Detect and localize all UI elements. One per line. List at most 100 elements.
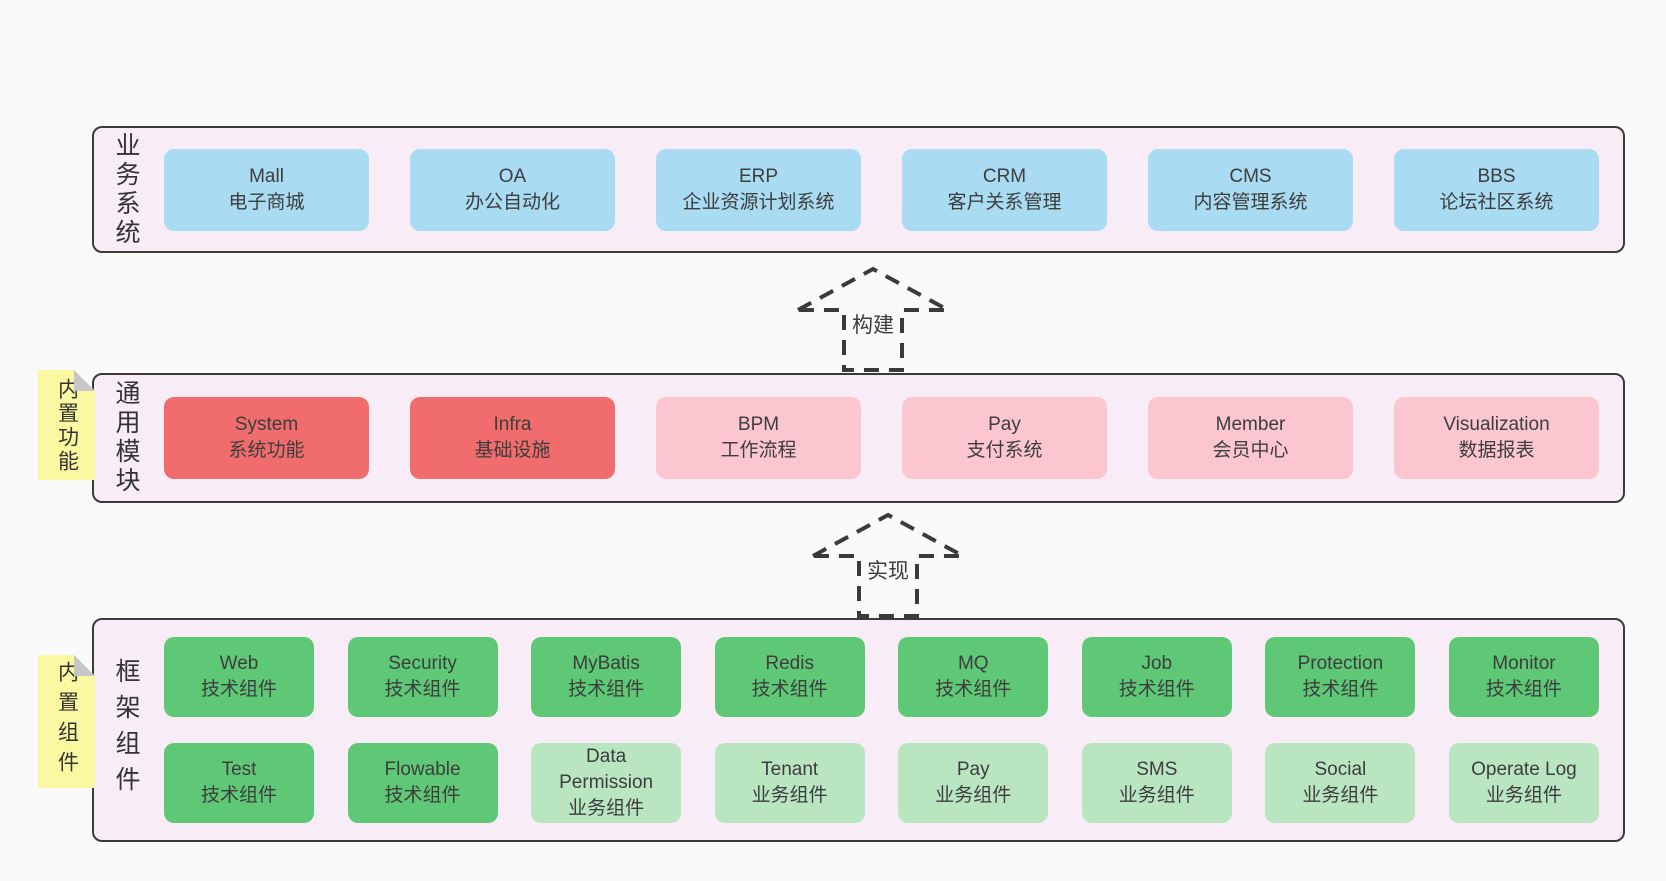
builtin-features-note-text: 内置功能 (55, 378, 79, 474)
box-title: CMS (1229, 165, 1272, 187)
box-mybatis: MyBatis 技术组件 (531, 637, 682, 717)
box-bpm: BPM 工作流程 (656, 397, 861, 479)
box-subtitle: 业务组件 (751, 785, 828, 806)
box-title: Monitor (1492, 653, 1556, 674)
common-modules-row: System 系统功能 Infra 基础设施 BPM 工作流程 Pay 支付系统… (164, 397, 1599, 479)
box-job: Job 技术组件 (1081, 637, 1232, 717)
box-member: Member 会员中心 (1148, 397, 1353, 479)
box-infra: Infra 基础设施 (410, 397, 615, 479)
business-systems-row: Mall 电子商城 OA 办公自动化 ERP 企业资源计划系统 CRM 客户关系… (164, 148, 1599, 231)
builtin-components-note-text: 内置组件 (55, 661, 79, 781)
section-label-business-systems: 业务系统 (112, 131, 140, 248)
box-subtitle: 客户关系管理 (947, 191, 1062, 213)
box-subtitle: 论坛社区系统 (1439, 191, 1554, 213)
box-flowable: Flowable 技术组件 (347, 743, 498, 823)
box-tenant: Tenant 业务组件 (714, 743, 865, 823)
box-title: Web (219, 653, 259, 674)
box-subtitle: 业务组件 (568, 798, 645, 819)
box-bbs: BBS 论坛社区系统 (1394, 148, 1599, 231)
box-subtitle: 业务组件 (1302, 785, 1379, 806)
implement-arrow-label: 实现 (862, 554, 914, 586)
box-crm: CRM 客户关系管理 (902, 148, 1107, 231)
box-subtitle: 业务组件 (1118, 785, 1195, 806)
box-subtitle: 业务组件 (1485, 785, 1562, 806)
box-title: Pay (956, 759, 990, 780)
box-subtitle: 技术组件 (1118, 679, 1195, 700)
box-title: Flowable (384, 759, 461, 780)
box-protection: Protection 技术组件 (1265, 637, 1416, 717)
box-cms: CMS 内容管理系统 (1148, 148, 1353, 231)
common-modules-section: 通用模块 System 系统功能 Infra 基础设施 BPM 工作流程 Pay… (92, 373, 1625, 503)
box-title: Protection (1297, 653, 1384, 674)
box-title: MQ (957, 653, 989, 674)
box-mall: Mall 电子商城 (164, 148, 369, 231)
box-title: Pay (988, 414, 1021, 435)
box-title: Data Permission (559, 746, 654, 793)
box-operate-log: Operate Log 业务组件 (1448, 743, 1599, 823)
box-title: Mall (249, 165, 284, 187)
box-title: Redis (765, 653, 814, 674)
box-title: SMS (1136, 759, 1178, 780)
implement-arrow: 实现 (803, 510, 973, 622)
box-title: Member (1215, 414, 1286, 435)
box-security: Security 技术组件 (347, 637, 498, 717)
box-pay: Pay 支付系统 (902, 397, 1107, 479)
box-subtitle: 业务组件 (935, 785, 1012, 806)
builtin-components-note: 内置组件 (38, 655, 95, 788)
box-data-permission: Data Permission 业务组件 (531, 743, 682, 823)
box-subtitle: 技术组件 (1485, 679, 1562, 700)
box-title: Security (388, 653, 457, 674)
box-subtitle: 会员中心 (1212, 440, 1289, 461)
box-subtitle: 技术组件 (200, 679, 277, 700)
box-title: Social (1314, 759, 1367, 780)
box-subtitle: 工作流程 (720, 440, 797, 461)
box-title: MyBatis (572, 653, 640, 674)
box-title: Tenant (761, 759, 819, 780)
build-arrow-label: 构建 (847, 308, 899, 340)
box-system: System 系统功能 (164, 397, 369, 479)
box-title: Operate Log (1471, 759, 1577, 780)
box-mq: MQ 技术组件 (898, 637, 1049, 717)
box-subtitle: 技术组件 (751, 679, 828, 700)
framework-components-section: 框架组件 Web 技术组件 Security 技术组件 MyBatis 技术组件… (92, 618, 1625, 842)
box-title: Infra (493, 414, 532, 435)
box-redis: Redis 技术组件 (714, 637, 865, 717)
box-title: CRM (982, 165, 1027, 187)
box-subtitle: 数据报表 (1458, 440, 1535, 461)
box-web: Web 技术组件 (164, 637, 314, 717)
box-subtitle: 技术组件 (1302, 679, 1379, 700)
section-label-common-modules: 通用模块 (112, 380, 140, 496)
builtin-features-note: 内置功能 (38, 370, 95, 480)
framework-components-row-2: Test 技术组件 Flowable 技术组件 Data Permission … (164, 743, 1599, 823)
box-title: OA (498, 165, 527, 187)
box-subtitle: 技术组件 (384, 679, 461, 700)
box-subtitle: 基础设施 (474, 440, 551, 461)
box-title: Visualization (1443, 414, 1550, 435)
box-title: Test (221, 759, 257, 780)
build-arrow: 构建 (788, 264, 958, 376)
business-systems-section: 业务系统 Mall 电子商城 OA 办公自动化 ERP 企业资源计划系统 CRM… (92, 126, 1625, 253)
box-test: Test 技术组件 (164, 743, 314, 823)
box-social: Social 业务组件 (1265, 743, 1416, 823)
box-subtitle: 技术组件 (384, 785, 461, 806)
dashed-up-arrow-icon (797, 266, 949, 372)
box-subtitle: 办公自动化 (464, 191, 560, 213)
box-pay-biz: Pay 业务组件 (898, 743, 1049, 823)
box-subtitle: 内容管理系统 (1193, 191, 1308, 213)
box-visualization: Visualization 数据报表 (1394, 397, 1599, 479)
framework-components-grid: Web 技术组件 Security 技术组件 MyBatis 技术组件 Redi… (164, 637, 1599, 823)
box-title: System (234, 414, 299, 435)
box-title: ERP (738, 165, 779, 187)
box-subtitle: 企业资源计划系统 (682, 191, 835, 213)
box-subtitle: 技术组件 (200, 785, 277, 806)
box-subtitle: 技术组件 (568, 679, 645, 700)
box-subtitle: 支付系统 (966, 440, 1043, 461)
box-subtitle: 电子商城 (228, 191, 305, 213)
dashed-up-arrow-icon (812, 512, 964, 618)
box-sms: SMS 业务组件 (1081, 743, 1232, 823)
box-oa: OA 办公自动化 (410, 148, 615, 231)
box-title: BPM (737, 414, 780, 435)
box-monitor: Monitor 技术组件 (1448, 637, 1599, 717)
box-subtitle: 系统功能 (228, 440, 305, 461)
